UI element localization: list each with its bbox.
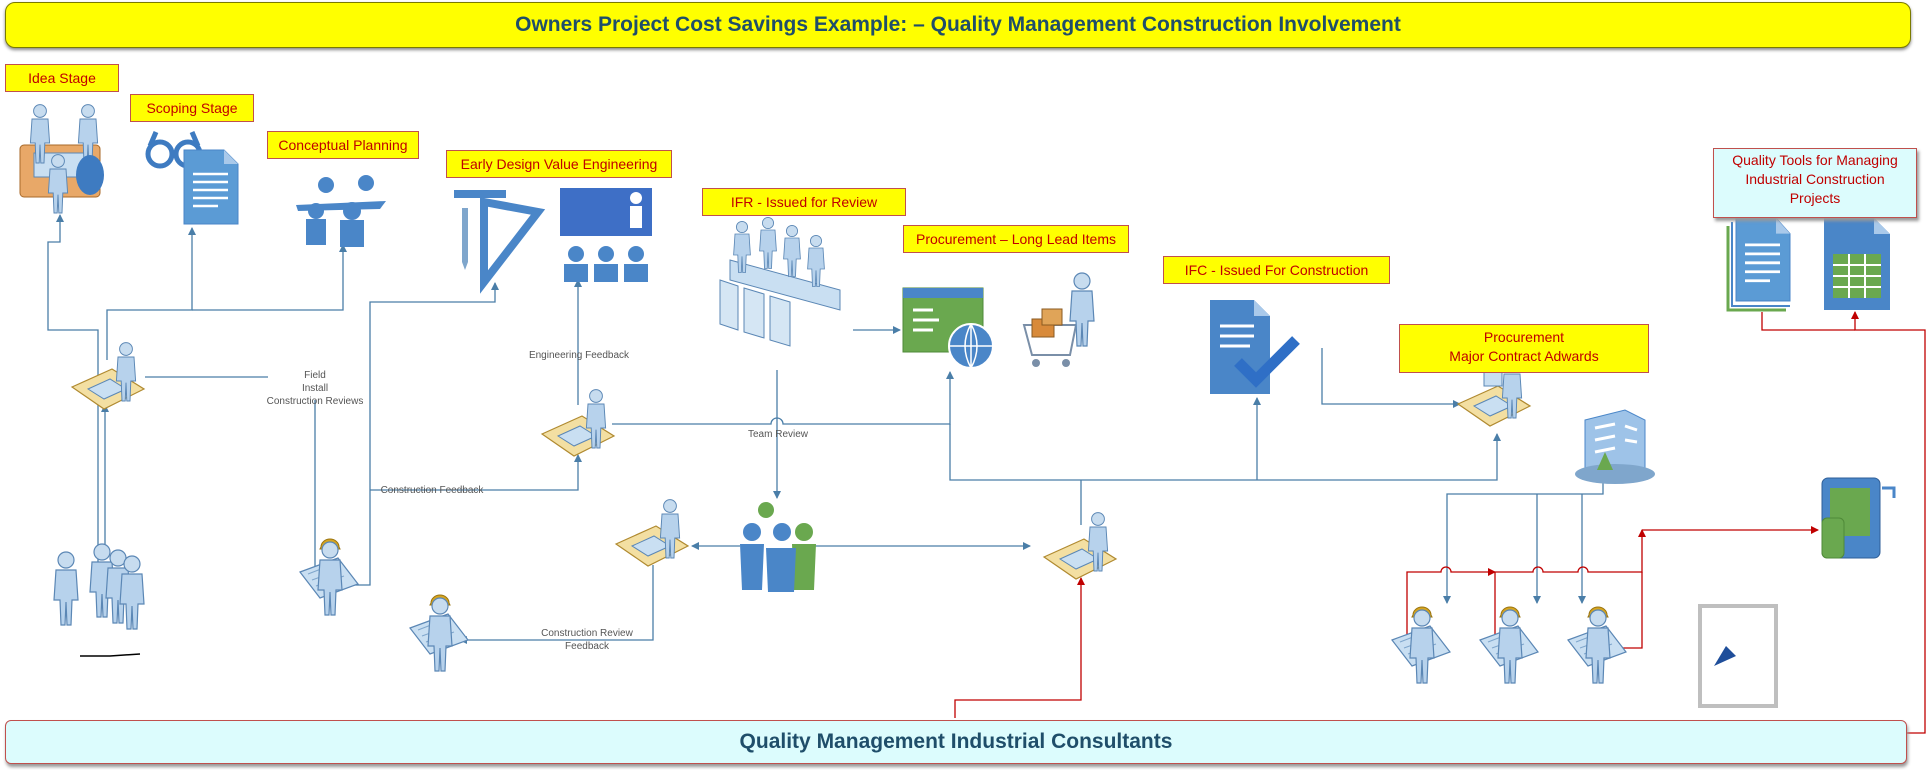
blue-connectors [47, 214, 1604, 644]
construction-worker-icon [1391, 607, 1451, 683]
tablet-device-icon [1821, 477, 1896, 559]
procurement-major-line1: Procurement [1483, 329, 1565, 345]
label-field: Field [304, 370, 326, 381]
drafting-tools-icon [454, 190, 546, 294]
label-team-review: Team Review [748, 429, 809, 440]
documents-stack-icon [1726, 216, 1792, 312]
label-engineering-feedback: Engineering Feedback [529, 350, 630, 361]
presentation-icon [560, 188, 652, 282]
team-group-icon [740, 502, 816, 592]
web-globe-icon [902, 287, 994, 369]
construction-worker-icon [1567, 607, 1627, 683]
stage-scoping: Scoping Stage [130, 94, 254, 122]
owners-group-icon [53, 543, 145, 657]
stage-conceptual-planning: Conceptual Planning [267, 131, 419, 159]
label-install: Install [302, 383, 328, 394]
footer-banner: Quality Management Industrial Consultant… [5, 720, 1907, 764]
label-construction-reviews: Construction Reviews [267, 396, 364, 407]
approved-document-icon [1210, 300, 1300, 394]
office-building-icon [1575, 409, 1655, 484]
desk-worker-icon [1044, 513, 1116, 579]
stage-idea: Idea Stage [5, 64, 119, 92]
procurement-major-line2: Major Contract Adwards [1449, 348, 1599, 364]
team-planning-icon [296, 175, 386, 247]
construction-worker-icon [299, 539, 359, 615]
desk-worker-icon [616, 500, 688, 566]
document-icon [182, 148, 240, 226]
construction-worker-icon [409, 595, 469, 671]
stage-procurement-major: Procurement Major Contract Adwards [1399, 324, 1649, 373]
review-meeting-icon [719, 216, 841, 347]
construction-worker-icon [1479, 607, 1539, 683]
desk-worker-icon [72, 343, 144, 409]
meeting-icon [19, 104, 104, 214]
stage-ifr: IFR - Issued for Review [702, 188, 906, 216]
page-title: Owners Project Cost Savings Example: – Q… [515, 13, 1401, 36]
quality-tools-box: Quality Tools for Managing Industrial Co… [1713, 148, 1917, 218]
header-banner: Owners Project Cost Savings Example: – Q… [5, 2, 1911, 48]
edge-labels: Field Install Construction Reviews Engin… [267, 350, 809, 652]
label-construction-review: Construction Review [541, 628, 633, 639]
stage-ifc: IFC - Issued For Construction [1163, 256, 1390, 284]
footer-title: Quality Management Industrial Consultant… [739, 730, 1173, 753]
spreadsheet-icon [1824, 218, 1890, 310]
label-construction-feedback: Construction Feedback [381, 485, 485, 496]
shopping-cart-icon [1022, 272, 1095, 367]
red-connectors [954, 311, 1926, 734]
stage-procurement-long-lead: Procurement – Long Lead Items [903, 225, 1129, 253]
stage-early-design: Early Design Value Engineering [446, 150, 672, 178]
company-logo [1698, 604, 1778, 708]
label-review-feedback: Feedback [565, 641, 610, 652]
